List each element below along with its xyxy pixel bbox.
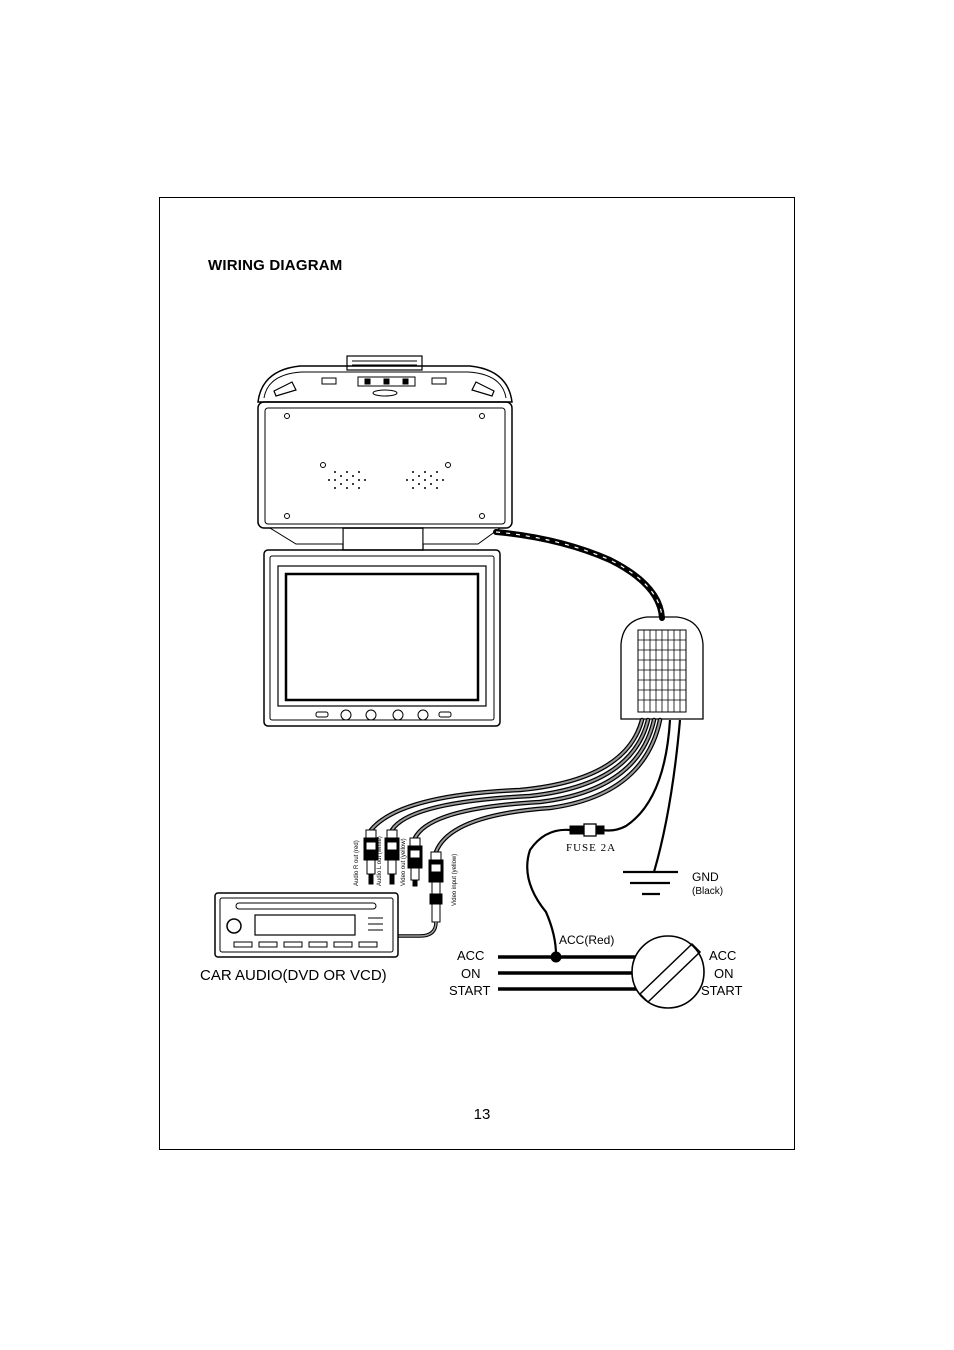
page-number: 13 <box>473 1106 491 1123</box>
flip-down-screen <box>263 549 501 727</box>
rca-label-video-in: Video input (yellow) <box>452 854 458 906</box>
rca-plug-audio-r <box>363 829 379 885</box>
rca-label-audio-l: Audio L out (white) <box>377 836 383 886</box>
rca-plug-video-in <box>428 851 444 923</box>
page-title: WIRING DIAGRAM <box>208 257 343 274</box>
acc-wire <box>526 828 571 956</box>
rca-label-video-out: Video out (yellow) <box>401 838 407 886</box>
ceiling-monitor-housing <box>257 355 513 551</box>
ignition-bus-lines <box>498 955 640 991</box>
switch-left-start: START <box>449 983 490 998</box>
rca-cables <box>368 717 663 855</box>
switch-right-acc: ACC <box>709 948 736 963</box>
ignition-switch <box>631 935 705 1009</box>
switch-left-on: ON <box>461 966 481 981</box>
gnd-color-label: (Black) <box>692 886 723 897</box>
car-audio-unit <box>214 892 399 958</box>
acc-red-label: ACC(Red) <box>559 933 614 947</box>
ground-symbol <box>623 870 678 896</box>
switch-left-acc: ACC <box>457 948 484 963</box>
fuse-label: FUSE 2A <box>566 842 616 854</box>
page-border <box>159 197 795 1150</box>
rca-plug-audio-l <box>384 829 400 885</box>
fuse-holder <box>569 823 605 837</box>
rca-plug-video-out <box>407 837 423 887</box>
main-cable <box>493 529 665 621</box>
switch-right-on: ON <box>714 966 734 981</box>
rca-label-audio-r: Audio R out (red) <box>354 840 360 886</box>
rca-plugs <box>363 829 444 923</box>
power-wires <box>601 719 682 873</box>
gnd-label: GND <box>692 870 719 884</box>
junction-box <box>620 616 704 720</box>
acc-junction-dot <box>550 951 562 963</box>
car-audio-label: CAR AUDIO(DVD OR VCD) <box>200 967 387 984</box>
switch-right-start: START <box>701 983 742 998</box>
